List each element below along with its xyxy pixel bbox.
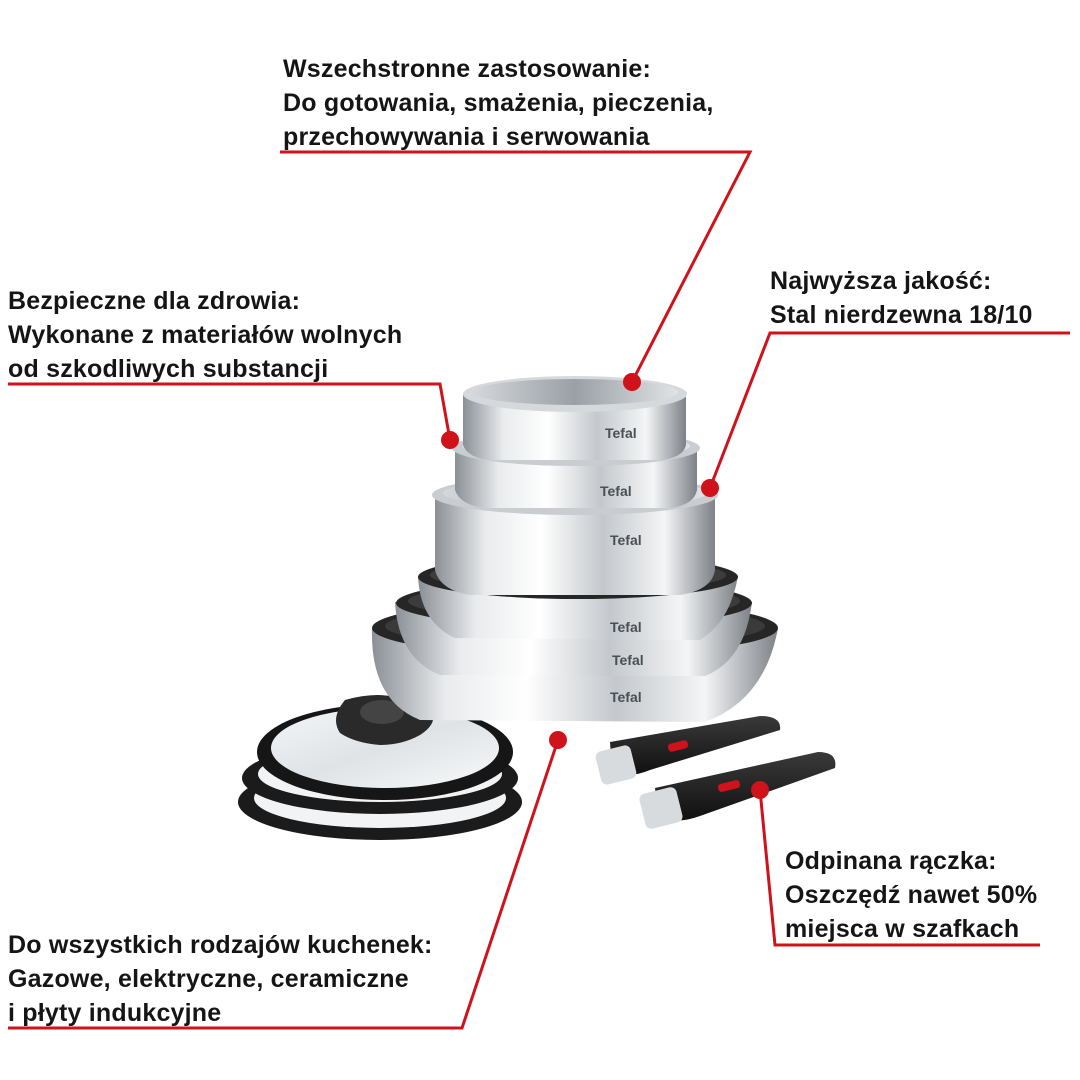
red-dot-icon	[549, 731, 567, 749]
callout-cooktops: Do wszystkich rodzajów kuchenek: Gazowe,…	[8, 928, 433, 1030]
callout-text: Stal nierdzewna 18/10	[770, 301, 1033, 329]
callout-text: Wykonane z materiałów wolnych	[8, 321, 403, 349]
callout-line-handle	[758, 789, 1040, 947]
red-dot-icon	[623, 373, 641, 391]
callout-title: Do wszystkich rodzajów kuchenek:	[8, 931, 433, 959]
callout-title: Wszechstronne zastosowanie:	[283, 55, 651, 83]
glass-lids	[238, 695, 522, 840]
callout-text: Gazowe, elektryczne, ceramiczne	[8, 965, 409, 993]
callout-handle: Odpinana rączka: Oszczędź nawet 50% miej…	[785, 844, 1037, 946]
detachable-handle-top	[595, 716, 781, 785]
red-dot-icon	[751, 781, 769, 799]
callout-text: miejsca w szafkach	[785, 915, 1020, 943]
callout-line-cooktops	[8, 739, 560, 1030]
brand-logo: Tefal	[610, 532, 642, 548]
saucepan-small: Tefal	[463, 376, 687, 460]
callout-title: Bezpieczne dla zdrowia:	[8, 287, 301, 315]
callout-lines	[8, 150, 1070, 1030]
callout-quality: Najwyższa jakość: Stal nierdzewna 18/10	[770, 264, 1033, 332]
red-dot-icon	[441, 431, 459, 449]
callout-text: Do gotowania, smażenia, pieczenia,	[283, 89, 714, 117]
callout-text: i płyty indukcyjne	[8, 999, 222, 1027]
red-dot-icon	[441, 373, 769, 799]
callout-text: przechowywania i serwowania	[283, 123, 650, 151]
callout-line-versatile	[280, 150, 753, 383]
brand-logo: Tefal	[600, 483, 632, 499]
callout-text: od szkodliwych substancji	[8, 355, 329, 383]
callout-line-quality	[708, 331, 1070, 489]
red-dot-icon	[701, 479, 719, 497]
brand-logo: Tefal	[610, 689, 642, 705]
callout-text: Oszczędź nawet 50%	[785, 881, 1038, 909]
callout-health: Bezpieczne dla zdrowia: Wykonane z mater…	[8, 284, 402, 386]
brand-logo: Tefal	[605, 425, 637, 441]
callout-title: Najwyższa jakość:	[770, 267, 992, 295]
callout-line-health	[8, 382, 452, 441]
callout-versatile: Wszechstronne zastosowanie: Do gotowania…	[283, 52, 714, 154]
callout-title: Odpinana rączka:	[785, 847, 997, 875]
brand-logo: Tefal	[610, 619, 642, 635]
brand-logo: Tefal	[612, 652, 644, 668]
detachable-handle-bottom	[639, 752, 836, 829]
